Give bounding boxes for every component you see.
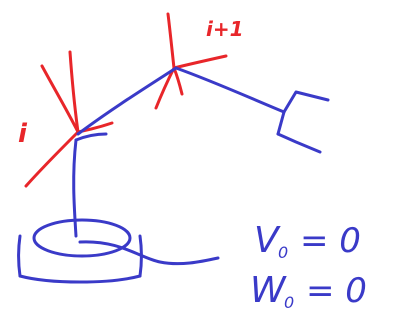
v0-symbol: V xyxy=(254,220,281,261)
frame-i-plus-1-label: i+1 xyxy=(206,17,244,41)
robot-links xyxy=(72,66,330,238)
robot-base xyxy=(17,218,220,284)
w0-subscript: 0 xyxy=(284,293,294,312)
v0-subscript: 0 xyxy=(278,243,288,262)
v0-rhs: = 0 xyxy=(300,221,361,261)
frame-i-label: i xyxy=(18,119,28,149)
w0-rhs: = 0 xyxy=(306,271,367,311)
w0-symbol: W xyxy=(250,270,287,311)
initial-conditions: V 0 = 0 W 0 = 0 xyxy=(250,220,367,312)
